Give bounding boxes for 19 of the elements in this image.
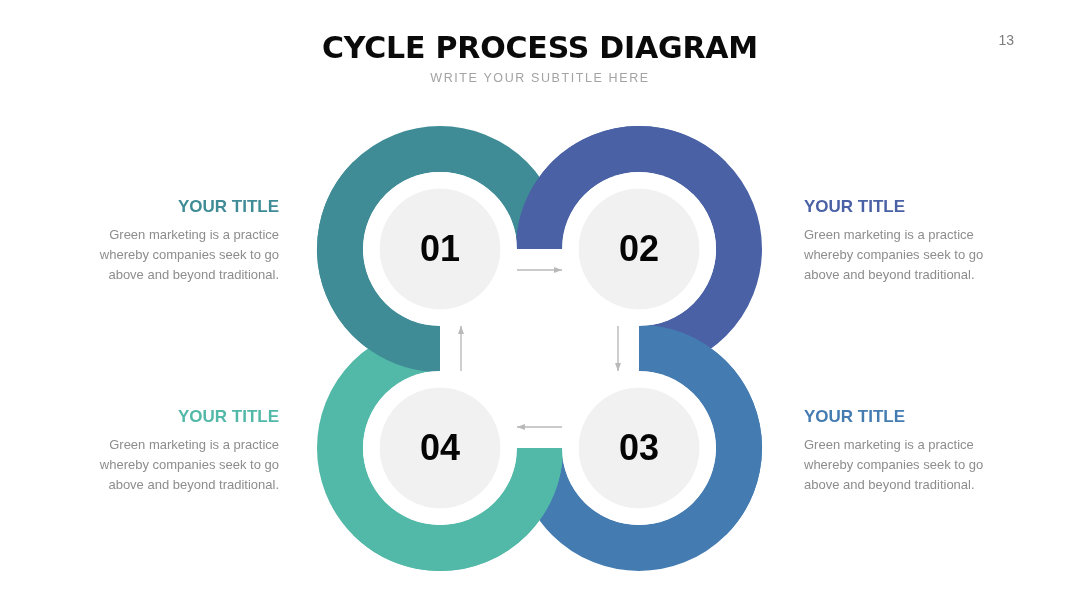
step-title: YOUR TITLE — [177, 196, 279, 218]
step-description: Green marketing is a practice whereby companies seek to go above and beyond traditional. — [804, 436, 985, 494]
step-title: YOUR TITLE — [804, 406, 906, 428]
step-number: 03 — [618, 428, 659, 468]
step-title: YOUR TITLE — [804, 196, 906, 218]
arrow — [516, 424, 563, 430]
arrow — [458, 325, 464, 372]
arrow — [516, 267, 563, 273]
subtitle: WRITE YOUR SUBTITLE HERE — [430, 70, 650, 86]
step-number: 04 — [419, 428, 460, 468]
step-number: 01 — [419, 229, 460, 269]
step-description: Green marketing is a practice whereby companies seek to go above and beyond traditional. — [98, 226, 279, 284]
step-description: Green marketing is a practice whereby companies seek to go above and beyond traditional. — [98, 436, 279, 494]
step-title: YOUR TITLE — [177, 406, 279, 428]
page-number: 13 — [998, 31, 1014, 49]
step-number: 02 — [618, 229, 659, 269]
slide-title: CYCLE PROCESS DIAGRAM — [322, 29, 758, 67]
arrow — [615, 325, 621, 372]
step-description: Green marketing is a practice whereby companies seek to go above and beyond traditional. — [804, 226, 985, 284]
